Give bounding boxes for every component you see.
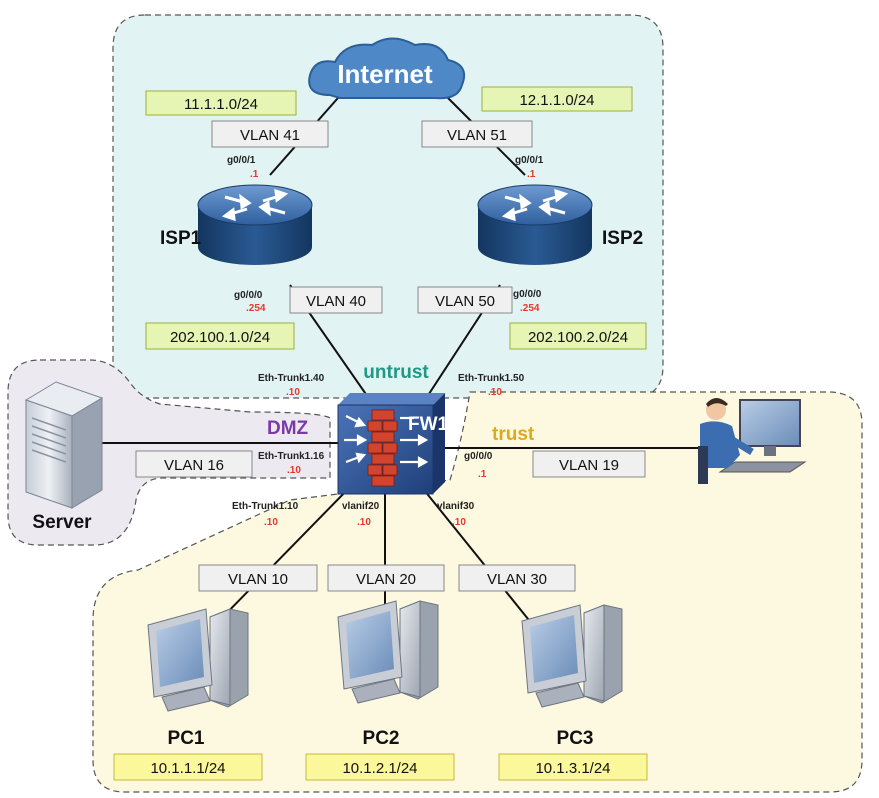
pc2-ip-box: 10.1.2.1/24: [305, 753, 455, 781]
subnet-isp2-lan-text: 202.100.2.0/24: [528, 329, 628, 346]
pc3-ip-box: 10.1.3.1/24: [498, 753, 648, 781]
pc3-label: PC3: [557, 728, 594, 749]
untrust-zone-label: untrust: [363, 362, 429, 383]
fw-eth140-ip: .10: [286, 387, 300, 398]
subnet-isp2-lan: 202.100.2.0/24: [509, 322, 647, 350]
fw-g000-port: g0/0/0: [464, 451, 493, 462]
vlan-51-text: VLAN 51: [447, 127, 507, 144]
fw-vlanif30-port: vlanif30: [437, 501, 475, 512]
trust-zone-label: trust: [492, 424, 535, 445]
subnet-isp1-wan-text: 11.1.1.0/24: [184, 96, 258, 113]
fw-vlanif20-ip: .10: [357, 517, 371, 528]
isp2-g001-port: g0/0/1: [515, 155, 544, 166]
vlan-19-text: VLAN 19: [559, 457, 619, 474]
subnet-isp2-wan-text: 12.1.1.0/24: [519, 92, 594, 109]
isp1-g000-port: g0/0/0: [234, 290, 263, 301]
pc2-ip-text: 10.1.2.1/24: [342, 760, 417, 777]
pc1-ip-text: 10.1.1.1/24: [150, 760, 225, 777]
vlan-20-tag: VLAN 20: [327, 564, 445, 592]
fw-vlanif30-ip: .10: [452, 517, 466, 528]
vlan-40-text: VLAN 40: [306, 293, 366, 310]
fw-eth140-port: Eth-Trunk1.40: [258, 373, 325, 384]
vlan-30-tag: VLAN 30: [458, 564, 576, 592]
fw-g000-ip: .1: [478, 469, 487, 480]
desktop-pc-icon: [147, 608, 249, 712]
pc2-label: PC2: [363, 728, 400, 749]
desktop-pc-icon: [521, 604, 623, 708]
trust-zone: [92, 391, 863, 793]
vlan-50-text: VLAN 50: [435, 293, 495, 310]
fw-eth110-ip: .10: [264, 517, 278, 528]
link-fw-pc3: [419, 484, 546, 641]
isp1-g001-port: g0/0/1: [227, 155, 256, 166]
fw-vlanif20-port: vlanif20: [342, 501, 380, 512]
isp1-g001-ip: .1: [250, 169, 259, 180]
isp1-label: ISP1: [160, 228, 202, 249]
vlan-51-tag: VLAN 51: [421, 120, 533, 148]
isp2-g001-ip: .1: [527, 169, 536, 180]
fw-eth150-ip: .10: [488, 387, 502, 398]
vlan-41-tag: VLAN 41: [211, 120, 329, 148]
vlan-40-tag: VLAN 40: [289, 286, 383, 314]
desktop-pc-icon: [337, 600, 439, 704]
cloud-icon: [308, 37, 466, 100]
vlan-41-text: VLAN 41: [240, 127, 300, 144]
server-icon: [24, 381, 104, 509]
router-icon: [197, 184, 313, 265]
link-fw-pc1: [214, 484, 353, 626]
isp2-g000-port: g0/0/0: [513, 289, 542, 300]
subnet-isp1-wan: 11.1.1.0/24: [145, 90, 297, 116]
dmz-zone-label: DMZ: [267, 418, 309, 439]
firewall-icon: [337, 393, 445, 495]
port-labels: g0/0/1 .1 g0/0/0 .254 g0/0/1 .1 g0/0/0 .…: [227, 155, 544, 528]
isp1-g000-ip: .254: [246, 303, 266, 314]
isp2-g000-ip: .254: [520, 303, 540, 314]
subnet-isp2-wan: 12.1.1.0/24: [481, 86, 633, 112]
vlan-50-tag: VLAN 50: [417, 286, 513, 314]
fw-eth110-port: Eth-Trunk1.10: [232, 501, 299, 512]
fw-eth150-port: Eth-Trunk1.50: [458, 373, 525, 384]
subnet-isp1-lan-text: 202.100.1.0/24: [170, 329, 270, 346]
fw-eth116-port: Eth-Trunk1.16: [258, 451, 325, 462]
vlan-16-tag: VLAN 16: [135, 450, 253, 478]
vlan-19-tag: VLAN 19: [532, 450, 646, 478]
router-icon: [477, 184, 593, 265]
fw1-label: FW1: [408, 414, 449, 435]
fw-eth116-ip: .10: [287, 465, 301, 476]
pc1-ip-box: 10.1.1.1/24: [113, 753, 263, 781]
subnet-isp1-lan: 202.100.1.0/24: [145, 322, 295, 350]
vlan-20-text: VLAN 20: [356, 571, 416, 588]
vlan-16-text: VLAN 16: [164, 457, 224, 474]
internet-label: Internet: [337, 59, 433, 89]
user-workstation-icon: [698, 398, 807, 484]
vlan-10-tag: VLAN 10: [198, 564, 318, 592]
pc3-ip-text: 10.1.3.1/24: [535, 760, 610, 777]
server-label: Server: [32, 512, 92, 533]
vlan-30-text: VLAN 30: [487, 571, 547, 588]
isp2-label: ISP2: [602, 228, 643, 249]
vlan-10-text: VLAN 10: [228, 571, 288, 588]
pc1-label: PC1: [168, 728, 205, 749]
